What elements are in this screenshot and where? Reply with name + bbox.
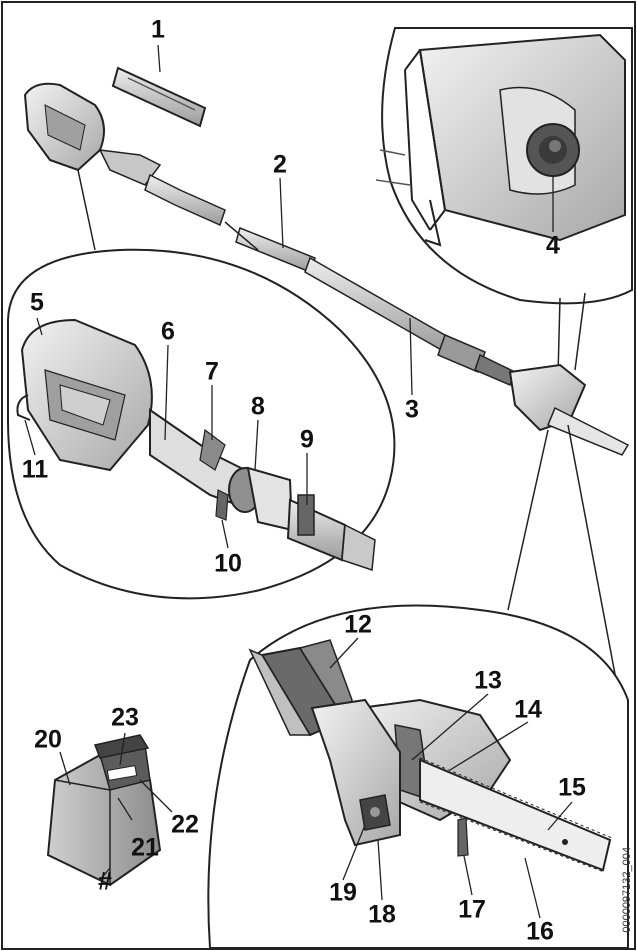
callout-20: 20: [34, 725, 62, 754]
callout-14: 14: [514, 695, 542, 724]
tool-overview: [23, 66, 630, 456]
callout-11: 11: [21, 455, 49, 484]
callout-12: 12: [344, 610, 372, 639]
callout-15: 15: [558, 773, 586, 802]
callout-23: 23: [111, 703, 139, 732]
callout-7: 7: [205, 357, 219, 386]
callout-3: 3: [405, 395, 419, 424]
callout-5: 5: [30, 288, 44, 317]
callout-22: 22: [171, 810, 199, 839]
detail-circle-knob: [375, 27, 633, 305]
callout-4: 4: [546, 231, 560, 260]
callout-19: 19: [329, 878, 357, 907]
battery-pack: [46, 734, 162, 887]
document-id: 0000097132_004: [621, 847, 633, 933]
callout-13: 13: [474, 666, 502, 695]
detail-ellipse-saw: [207, 604, 629, 949]
callout-16: 16: [526, 917, 554, 946]
callout-1: 1: [151, 15, 165, 44]
detail-ellipse-handle: [7, 169, 396, 600]
callout-21: 21: [131, 833, 159, 862]
callout-17: 17: [458, 895, 486, 924]
callout-10: 10: [214, 549, 242, 578]
callout-6: 6: [161, 317, 175, 346]
callout-9: 9: [300, 425, 314, 454]
callout-2: 2: [273, 150, 287, 179]
callout-8: 8: [251, 392, 265, 421]
leader-lines: [24, 44, 573, 919]
part-1-strip: [111, 66, 207, 128]
callout-18: 18: [368, 900, 396, 929]
callout-hash: #: [98, 867, 112, 896]
